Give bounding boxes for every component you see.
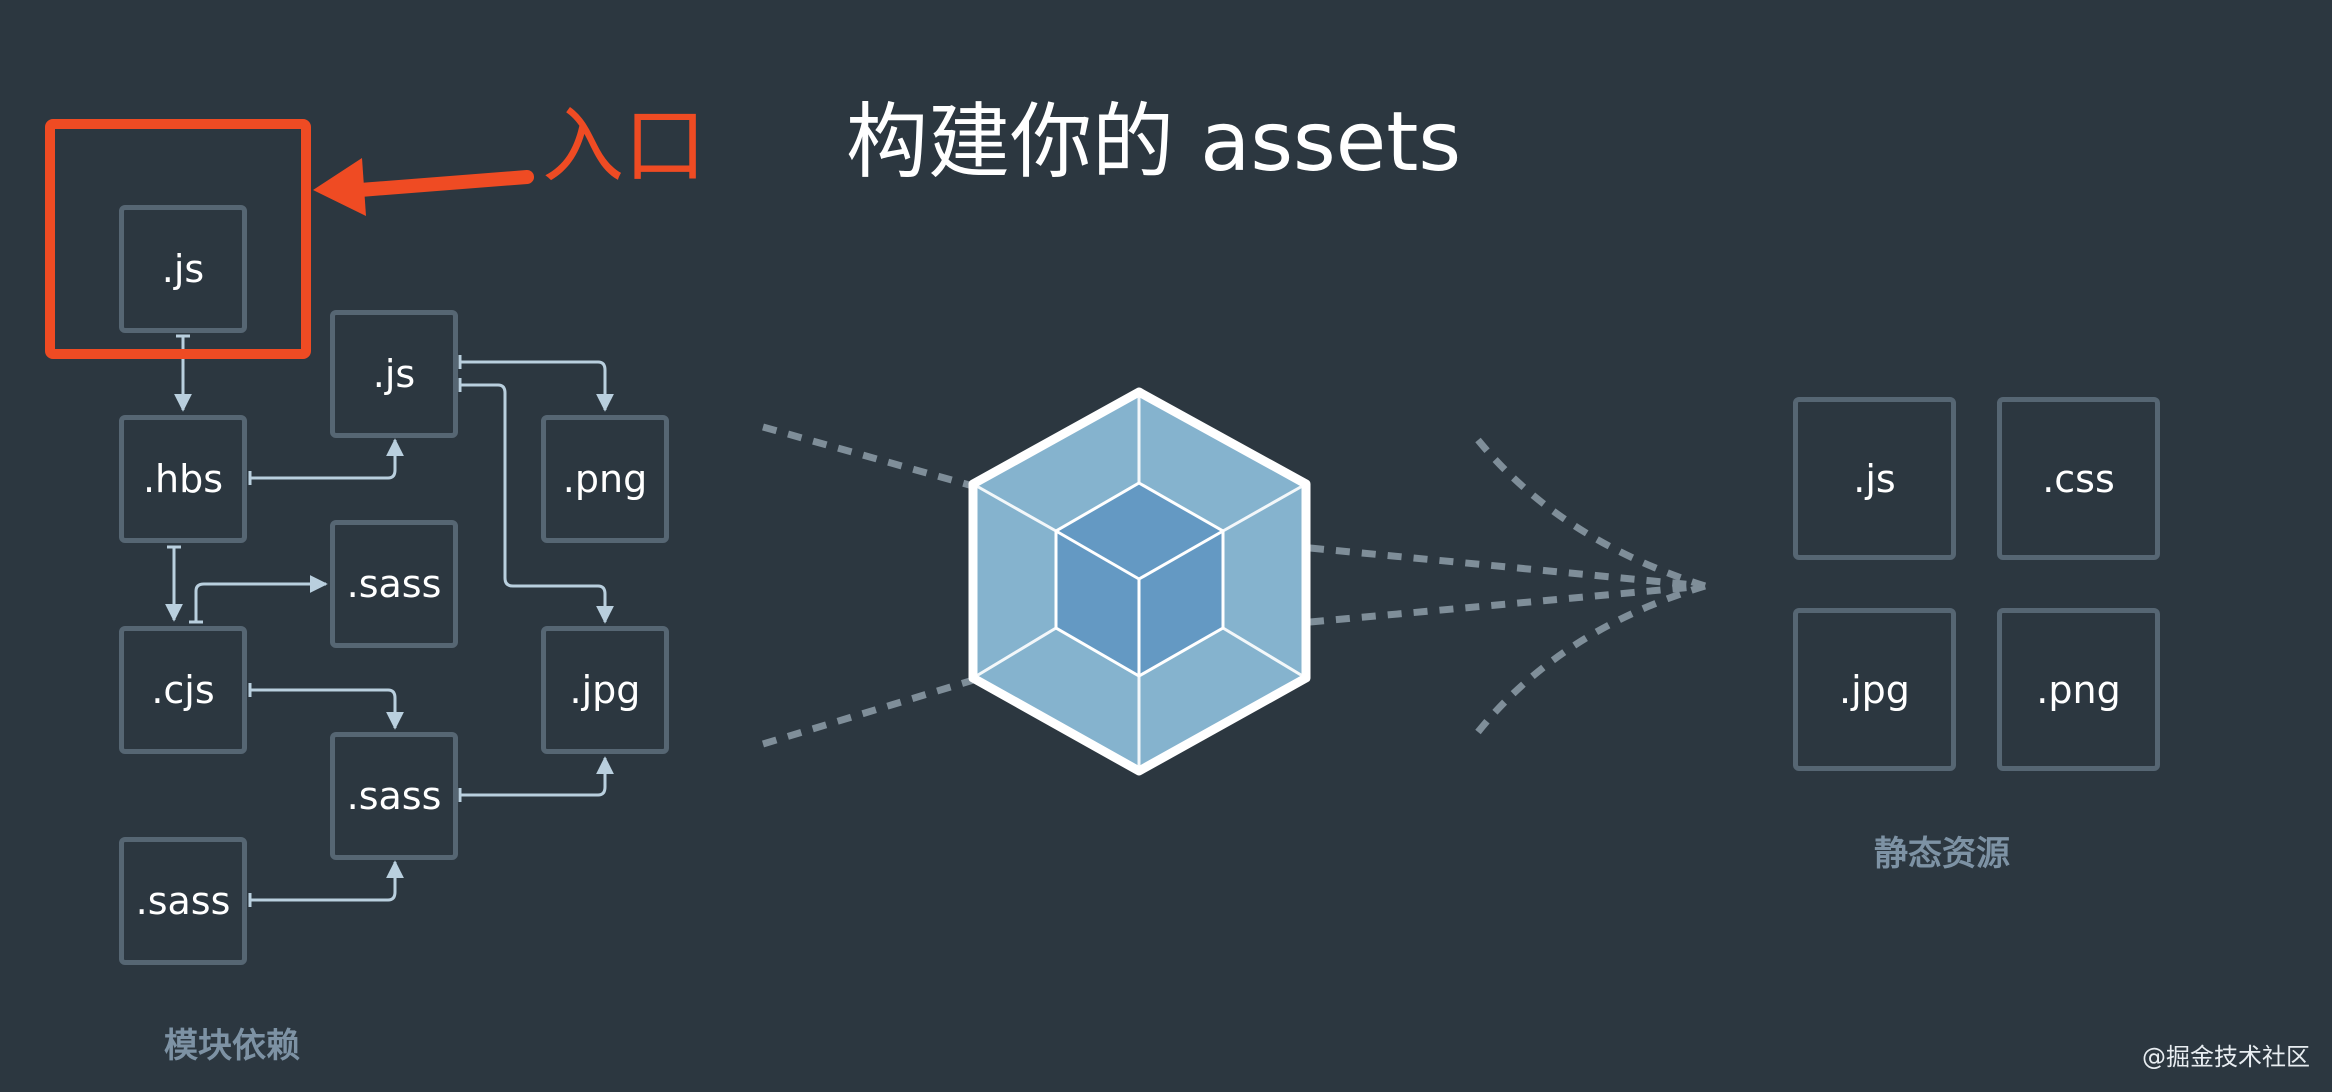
page-title: 构建你的 assets [846, 95, 1462, 190]
watermark: @掘金技术社区 [2142, 1043, 2310, 1071]
module-box-jpg: .jpg [541, 626, 669, 754]
module-box-entry-js: .js [119, 205, 247, 333]
arrow-cjs-to-sass [194, 575, 328, 622]
entry-arrow [313, 158, 534, 216]
module-box-hbs: .hbs [119, 415, 247, 543]
module-box-js: .js [330, 310, 458, 438]
webpack-cube-icon [968, 387, 1311, 776]
module-box-png: .png [541, 415, 669, 543]
module-box-sass: .sass [330, 520, 458, 648]
asset-box-css: .css [1997, 397, 2160, 560]
dependency-arrows [165, 334, 614, 907]
asset-box-png: .png [1997, 608, 2160, 771]
assets-caption: 静态资源 [1874, 834, 2010, 874]
asset-box-jpg: .jpg [1793, 608, 1956, 771]
module-box-sass-2: .sass [330, 732, 458, 860]
modules-caption: 模块依赖 [164, 1026, 300, 1066]
entry-label: 入口 [542, 99, 707, 194]
entry-highlight-frame [45, 119, 311, 359]
arrow-js-to-png [460, 360, 614, 412]
arrow-js-to-jpg [460, 383, 614, 624]
module-box-cjs: .cjs [119, 626, 247, 754]
arrow-sass3-to-sass2 [250, 860, 404, 902]
flow-lines [761, 423, 1707, 748]
arrow-sass2-to-jpg [460, 756, 614, 797]
module-box-sass-3: .sass [119, 837, 247, 965]
arrow-hbs-to-js [250, 438, 404, 480]
asset-box-js: .js [1793, 397, 1956, 560]
arrow-cjs-to-sass2 [250, 688, 404, 730]
